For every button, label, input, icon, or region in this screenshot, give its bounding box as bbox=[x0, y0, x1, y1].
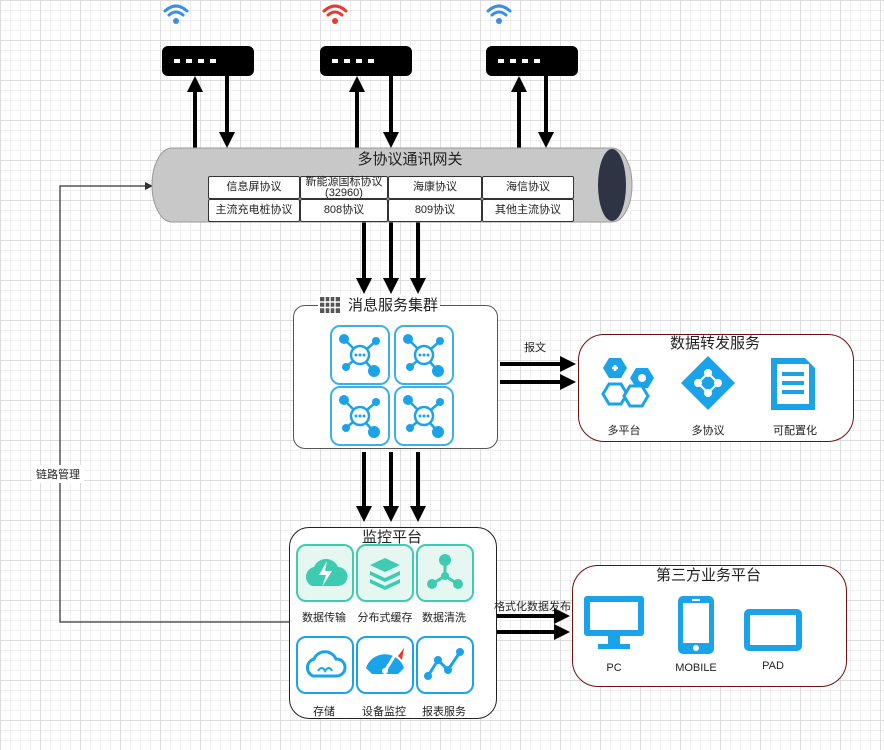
message-node-icon bbox=[394, 325, 454, 385]
pc-monitor-icon bbox=[584, 596, 644, 649]
forwarding-service-title: 数据转发服务 bbox=[669, 335, 760, 352]
third-party-item-label: PAD bbox=[762, 660, 784, 672]
edge-label-publish: 格式化数据发布 bbox=[494, 601, 571, 613]
third-party-item-label: MOBILE bbox=[675, 662, 717, 674]
multi-platform-icon bbox=[601, 358, 654, 408]
monitor-item-label: 数据传输 bbox=[302, 612, 346, 624]
device-monitor-gauge-icon bbox=[356, 636, 414, 694]
protocol-cell: 信息屏协议 bbox=[208, 176, 300, 199]
monitor-platform-title: 监控平台 bbox=[361, 529, 422, 546]
monitor-item-label: 分布式缓存 bbox=[357, 612, 413, 624]
message-node-icon bbox=[330, 325, 390, 385]
monitor-item-label: 存储 bbox=[313, 706, 335, 718]
configurable-document-icon bbox=[771, 358, 815, 410]
distributed-cache-icon bbox=[356, 544, 414, 602]
gateway-cylinder-end bbox=[598, 149, 626, 221]
message-cluster-header: 消息服务集群 bbox=[318, 294, 441, 315]
data-cleaning-icon bbox=[416, 544, 474, 602]
link-management-label: 链路管理 bbox=[32, 465, 84, 483]
edge-label-report: 报文 bbox=[524, 342, 546, 354]
router-right bbox=[486, 46, 578, 76]
protocol-cell: 海康协议 bbox=[388, 176, 482, 199]
monitor-item-label: 数据清洗 bbox=[422, 612, 466, 624]
protocol-cell: 808协议 bbox=[300, 199, 388, 222]
monitor-item-label: 报表服务 bbox=[422, 706, 466, 718]
report-chart-icon bbox=[416, 636, 474, 694]
mobile-phone-icon bbox=[678, 596, 714, 654]
router-middle bbox=[320, 46, 412, 76]
wifi-icon bbox=[163, 4, 189, 24]
monitor-item-label: 设备监控 bbox=[362, 706, 406, 718]
message-node-icon bbox=[330, 386, 390, 446]
protocol-cell: 新能源国标协议(32960) bbox=[300, 176, 388, 199]
wifi-icon bbox=[322, 4, 348, 24]
third-party-item-label: PC bbox=[606, 662, 622, 674]
router-left bbox=[162, 46, 254, 76]
third-party-platform-title: 第三方业务平台 bbox=[655, 567, 761, 584]
message-cluster-title: 消息服务集群 bbox=[348, 297, 439, 314]
wifi-icon bbox=[486, 4, 512, 24]
table-icon bbox=[320, 296, 340, 313]
multi-protocol-icon bbox=[681, 356, 735, 410]
message-node-icon bbox=[394, 386, 454, 446]
protocol-cell: 809协议 bbox=[388, 199, 482, 222]
protocol-cell: 主流充电桩协议 bbox=[208, 199, 300, 222]
forwarding-item-label: 多平台 bbox=[607, 425, 641, 437]
forwarding-item-label: 多协议 bbox=[691, 425, 725, 437]
gateway-title: 多协议通讯网关 bbox=[357, 151, 463, 168]
storage-cloud-icon bbox=[296, 636, 354, 694]
tablet-pad-icon bbox=[744, 609, 802, 651]
protocol-cell: 其他主流协议 bbox=[482, 199, 574, 222]
forwarding-item-label: 可配置化 bbox=[773, 425, 817, 437]
data-transfer-icon bbox=[296, 544, 354, 602]
link-management-line bbox=[59, 182, 289, 623]
protocol-cell: 海信协议 bbox=[482, 176, 574, 199]
